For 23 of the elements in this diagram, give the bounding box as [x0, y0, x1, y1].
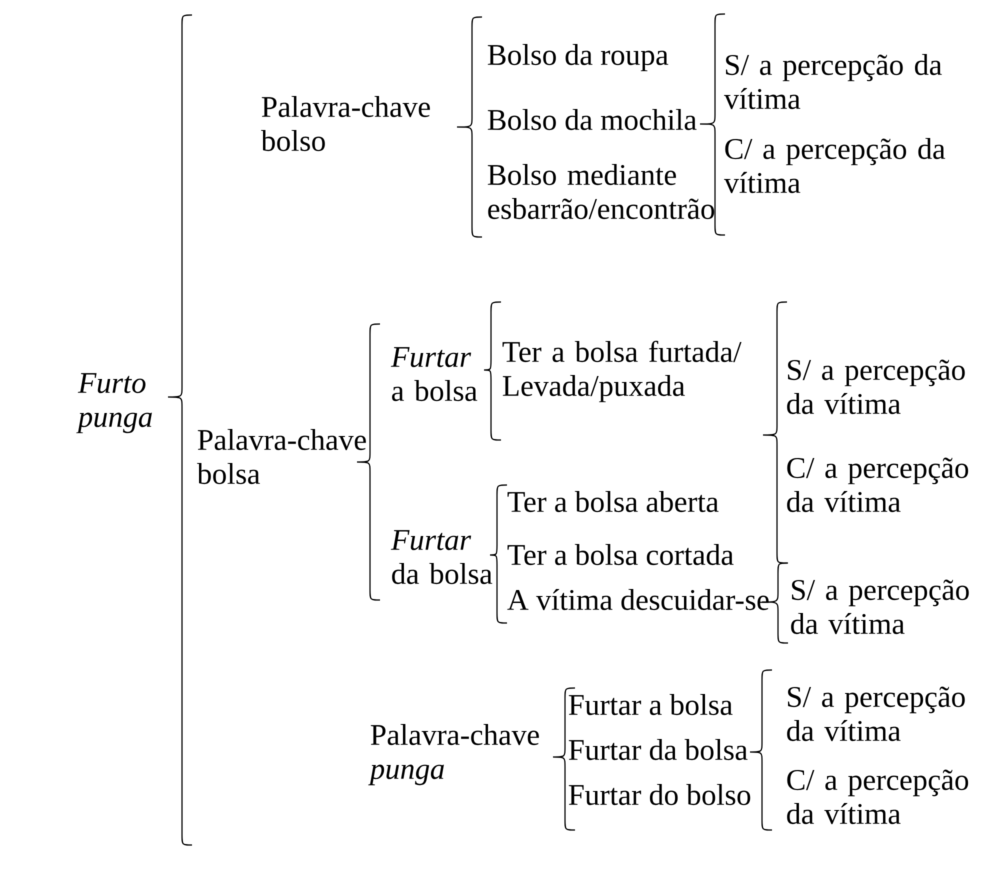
category-label: S/ a percepção da vítima: [787, 686, 965, 742]
category-label: Bolso mediante esbarrão/encontrão: [488, 164, 714, 220]
category-label: A vítima descuidar-se: [507, 588, 769, 610]
category-label: Bolso da roupa: [488, 44, 668, 72]
category-label: S/ a percepção da vítima: [787, 360, 965, 414]
category-label: C/ a percepção da vítima: [787, 458, 968, 512]
category-label: Furtar a bolsa: [390, 347, 478, 402]
category-label: Furtar a bolsa: [568, 694, 733, 716]
category-label: Palavra-chave bolso: [261, 96, 430, 152]
category-label: Furto punga: [76, 373, 152, 434]
category-label: Ter a bolsa aberta: [508, 490, 719, 512]
category-label: S/ a percepção da vítima: [724, 54, 942, 110]
category-label: Furtar da bolsa: [568, 738, 748, 760]
category-label: Ter a bolsa cortada: [508, 544, 734, 566]
category-label: Furtar do bolso: [568, 784, 750, 806]
category-label: Ter a bolsa furtada/ Levada/puxada: [502, 340, 742, 402]
category-label: Palavra-chave bolsa: [197, 428, 366, 484]
category-label: S/ a percepção da vítima: [791, 580, 969, 634]
category-label: C/ a percepção da vítima: [787, 770, 968, 824]
category-label: Palavra-chave punga: [368, 724, 539, 786]
category-label: C/ a percepção da vítima: [724, 138, 946, 194]
category-label: Bolso da mochila: [488, 108, 697, 130]
category-label: Furtar da bolsa: [390, 530, 492, 584]
